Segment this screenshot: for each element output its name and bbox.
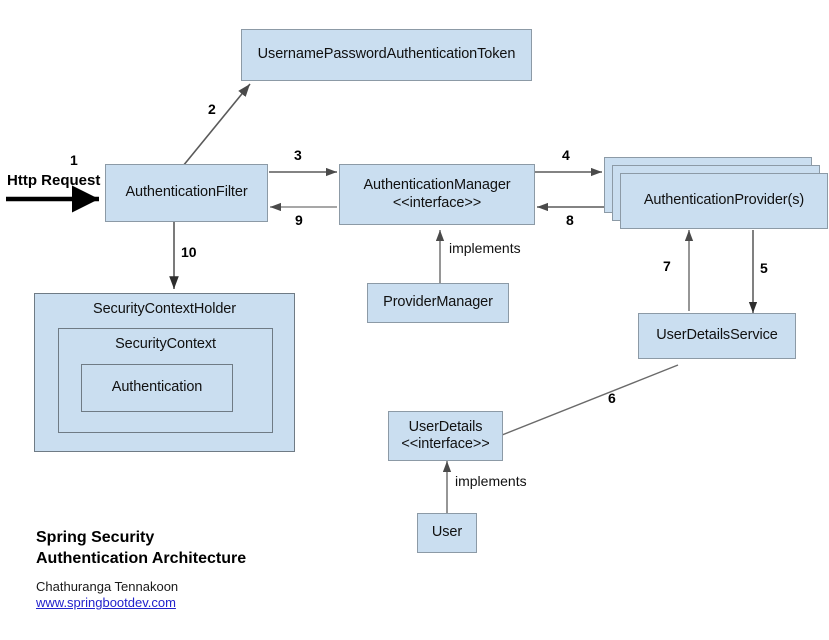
label-implements-provider-manager: implements [449,240,521,256]
node-user[interactable]: User [417,513,477,553]
edge-label-5: 5 [760,260,768,276]
node-label: UsernamePasswordAuthenticationToken [257,46,516,63]
node-label: ProviderManager [383,294,493,311]
node-label: AuthenticationFilter [125,184,248,201]
node-label: SecurityContextHolder [93,301,236,317]
footer-author: Chathuranga Tennakoon [36,578,179,594]
node-security-context[interactable]: SecurityContext Authentication [58,328,273,433]
footer-title-line-2: Authentication Architecture [36,550,247,568]
node-provider-manager[interactable]: ProviderManager [367,283,509,323]
footer-title-line-1: Spring Security [36,529,155,546]
node-label: Authentication [111,379,203,395]
node-username-password-authentication-token[interactable]: UsernamePasswordAuthenticationToken [241,29,532,81]
node-authentication-manager[interactable]: AuthenticationManager <<interface>> [339,164,535,225]
edge-label-8: 8 [566,212,574,228]
node-security-context-holder[interactable]: SecurityContextHolder SecurityContext Au… [34,293,295,452]
edge-label-1: 1 [70,152,78,168]
edge-label-7: 7 [663,258,671,274]
edge-label-2: 2 [208,101,216,117]
node-label: User [431,524,463,541]
edge-label-10: 10 [181,244,197,260]
node-label: UserDetailsService [656,327,778,344]
node-label: AuthenticationProvider(s) [643,192,805,209]
edge-label-9: 9 [295,212,303,228]
edge-label-6: 6 [608,390,616,406]
node-label: AuthenticationManager [363,177,511,194]
node-stereotype: <<interface>> [392,194,482,211]
node-authentication[interactable]: Authentication [81,364,233,412]
node-label: UserDetails [408,418,483,435]
node-authentication-provider[interactable]: AuthenticationProvider(s) [620,173,828,229]
footer-credits: Spring Security Authentication Architect… [36,527,246,612]
label-http-request: Http Request [7,172,101,189]
edge-label-4: 4 [562,147,570,163]
node-authentication-filter[interactable]: AuthenticationFilter [105,164,268,222]
footer-website-link[interactable]: www.springbootdev.com [36,594,176,610]
edge-6-userdetails-to-service [501,364,679,436]
node-stereotype: <<interface>> [401,436,490,452]
edge-2-create-token [182,83,251,167]
node-user-details-service[interactable]: UserDetailsService [638,313,796,359]
node-label: SecurityContext [115,336,216,352]
edge-label-3: 3 [294,147,302,163]
node-user-details[interactable]: UserDetails <<interface>> [388,411,503,461]
label-implements-user: implements [455,473,527,489]
